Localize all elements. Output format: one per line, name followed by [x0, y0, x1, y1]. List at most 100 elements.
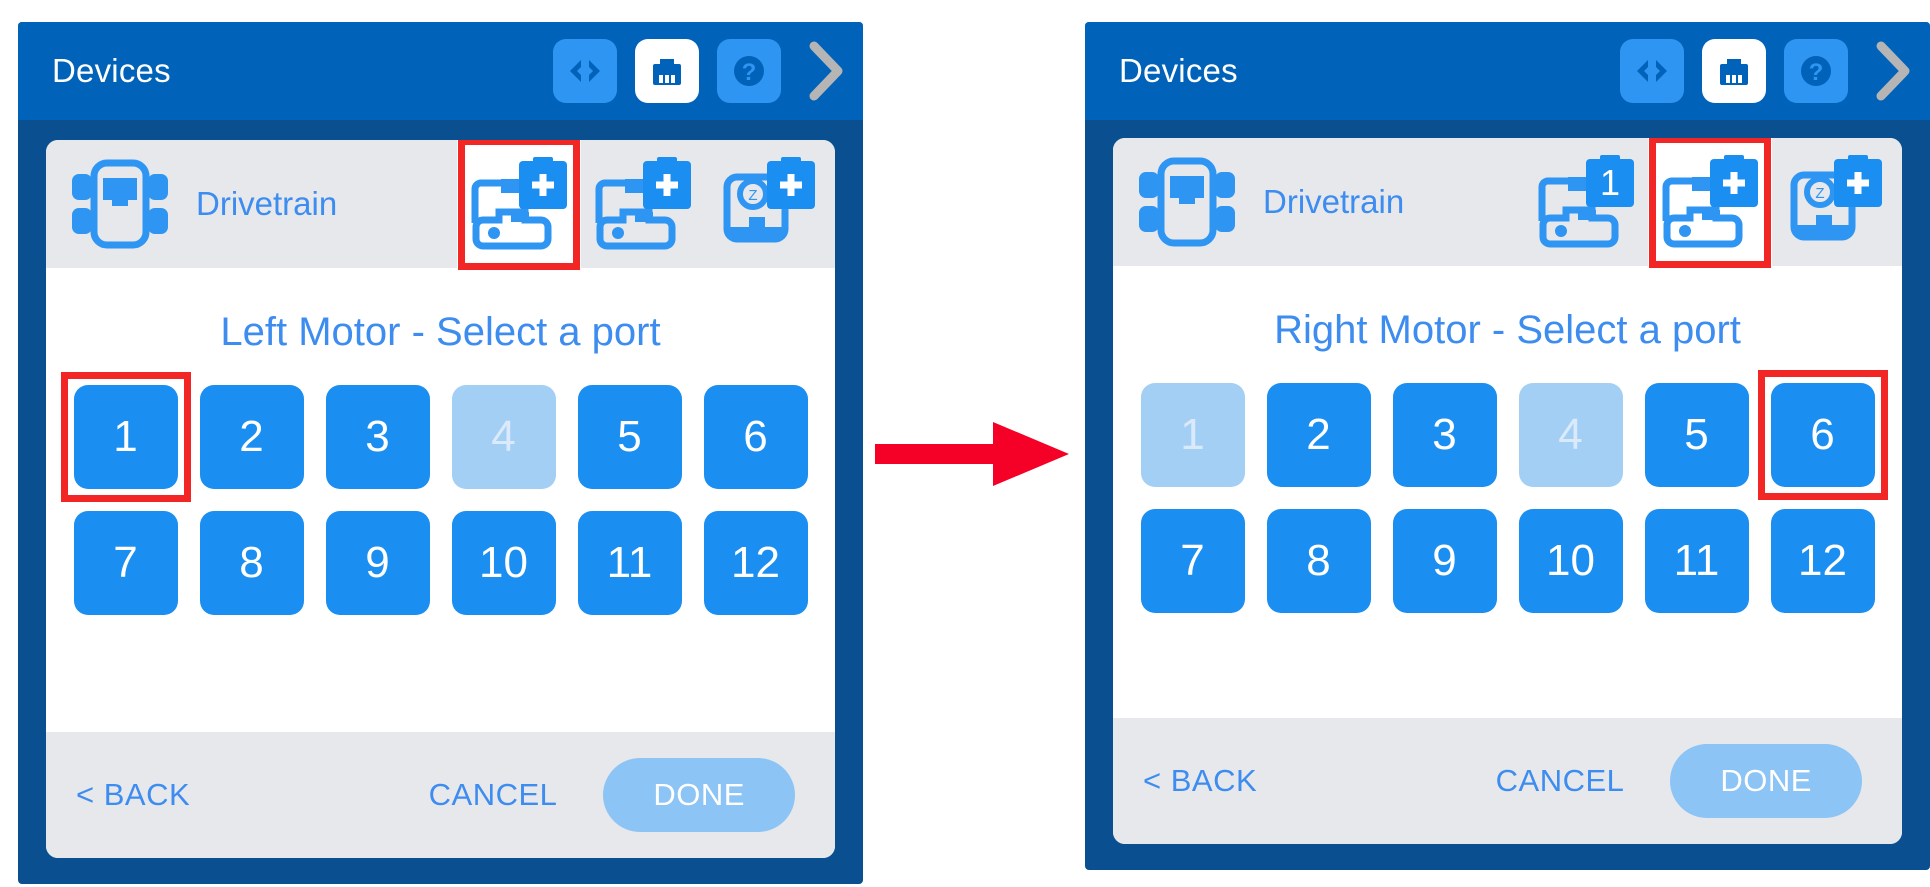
port-label: 8	[1306, 536, 1331, 585]
port-button-3[interactable]: 3	[1392, 383, 1497, 487]
chevron-right-icon	[1876, 41, 1910, 101]
code-icon	[1637, 60, 1667, 82]
port-button-4: 4	[1518, 383, 1623, 487]
cancel-button[interactable]: CANCEL	[1495, 763, 1625, 798]
wizard-card: Drivetrain	[46, 140, 835, 858]
port-label: 10	[1546, 536, 1595, 585]
code-icon-button[interactable]	[553, 39, 617, 103]
port-button-3[interactable]: 3	[325, 385, 430, 489]
device-header-row: Drivetrain 1	[1113, 138, 1902, 268]
drivetrain-icon	[72, 159, 168, 249]
gyro-icon: Z	[723, 157, 815, 243]
step-gyro[interactable]: Z	[1772, 138, 1896, 266]
device-header-row: Drivetrain	[46, 140, 835, 270]
port-label: 6	[1810, 410, 1835, 459]
port-label: 11	[1673, 536, 1720, 585]
port-button-2[interactable]: 2	[199, 385, 304, 489]
page-title: Left Motor - Select a port	[220, 310, 661, 354]
svg-text:?: ?	[742, 59, 757, 86]
device-name: Drivetrain	[196, 185, 338, 222]
back-button[interactable]: < BACK	[76, 777, 191, 812]
port-button-6[interactable]: 6	[703, 385, 808, 489]
port-label: 4	[491, 412, 516, 461]
port-button-4: 4	[451, 385, 556, 489]
motor-icon	[471, 157, 567, 250]
port-label: 8	[239, 538, 264, 587]
step-badge-label: 1	[1600, 162, 1620, 203]
chevron-right-icon-button[interactable]	[1870, 40, 1912, 102]
help-icon: ?	[734, 56, 764, 86]
step-left-motor[interactable]: 1	[1524, 138, 1648, 266]
done-button[interactable]: DONE	[603, 758, 795, 832]
svg-text:Z: Z	[1815, 185, 1824, 202]
port-label: 1	[113, 412, 138, 461]
port-button-6[interactable]: 6	[1757, 370, 1888, 500]
port-label: 6	[743, 412, 768, 461]
device-name: Drivetrain	[1263, 183, 1405, 220]
step-right-motor[interactable]	[581, 140, 705, 268]
chevron-right-icon	[809, 41, 843, 101]
port-label: 2	[239, 412, 264, 461]
help-icon-button[interactable]: ?	[717, 39, 781, 103]
port-button-1: 1	[1140, 383, 1245, 487]
port-label: 9	[365, 538, 390, 587]
code-icon-button[interactable]	[1620, 39, 1684, 103]
device-panel-left: Devices	[18, 22, 863, 884]
svg-text:?: ?	[1809, 59, 1824, 86]
port-button-10[interactable]: 10	[451, 511, 556, 615]
port-button-5[interactable]: 5	[1644, 383, 1749, 487]
port-label: 12	[1798, 536, 1847, 585]
step-gyro[interactable]: Z	[705, 140, 829, 268]
gyro-icon: Z	[1790, 155, 1882, 241]
devices-icon-button[interactable]	[635, 39, 699, 103]
port-button-11[interactable]: 11	[1644, 509, 1749, 613]
port-label: 4	[1558, 410, 1583, 459]
port-button-7[interactable]: 7	[1140, 509, 1245, 613]
drivetrain-icon	[1139, 157, 1235, 247]
wizard-footer: < BACK CANCEL DONE	[1113, 718, 1902, 844]
port-button-8[interactable]: 8	[199, 511, 304, 615]
back-button[interactable]: < BACK	[1143, 763, 1258, 798]
port-label: 7	[113, 538, 138, 587]
port-button-5[interactable]: 5	[577, 385, 682, 489]
transition-arrow	[875, 418, 1070, 490]
app-bar: Devices	[1085, 22, 1930, 120]
port-label: 5	[617, 412, 642, 461]
port-button-9[interactable]: 9	[325, 511, 430, 615]
cancel-button[interactable]: CANCEL	[428, 777, 558, 812]
port-button-8[interactable]: 8	[1266, 509, 1371, 613]
port-label: 3	[365, 412, 390, 461]
device-step-tabs: Z	[457, 140, 829, 270]
app-bar-title: Devices	[1119, 52, 1238, 89]
motor-icon	[595, 157, 691, 250]
step-right-motor[interactable]	[1648, 138, 1772, 268]
port-button-9[interactable]: 9	[1392, 509, 1497, 613]
port-label: 5	[1684, 410, 1709, 459]
port-button-11[interactable]: 11	[577, 511, 682, 615]
port-button-10[interactable]: 10	[1518, 509, 1623, 613]
done-button[interactable]: DONE	[1670, 744, 1862, 818]
port-button-2[interactable]: 2	[1266, 383, 1371, 487]
devices-icon	[1720, 59, 1748, 85]
port-button-12[interactable]: 12	[1770, 509, 1875, 613]
port-label: 3	[1432, 410, 1457, 459]
devices-icon-button[interactable]	[1702, 39, 1766, 103]
port-label: 10	[479, 538, 528, 587]
code-icon	[570, 60, 600, 82]
device-panel-right: Devices	[1085, 22, 1930, 870]
app-bar-actions: ?	[553, 39, 845, 103]
chevron-right-icon-button[interactable]	[803, 40, 845, 102]
port-button-1[interactable]: 1	[60, 372, 191, 502]
port-button-12[interactable]: 12	[703, 511, 808, 615]
step-left-motor[interactable]	[457, 140, 581, 270]
device-step-tabs: 1	[1524, 138, 1896, 268]
wizard-card: Drivetrain 1	[1113, 138, 1902, 844]
port-label: 9	[1432, 536, 1457, 585]
help-icon-button[interactable]: ?	[1784, 39, 1848, 103]
port-button-7[interactable]: 7	[73, 511, 178, 615]
port-label: 7	[1180, 536, 1205, 585]
